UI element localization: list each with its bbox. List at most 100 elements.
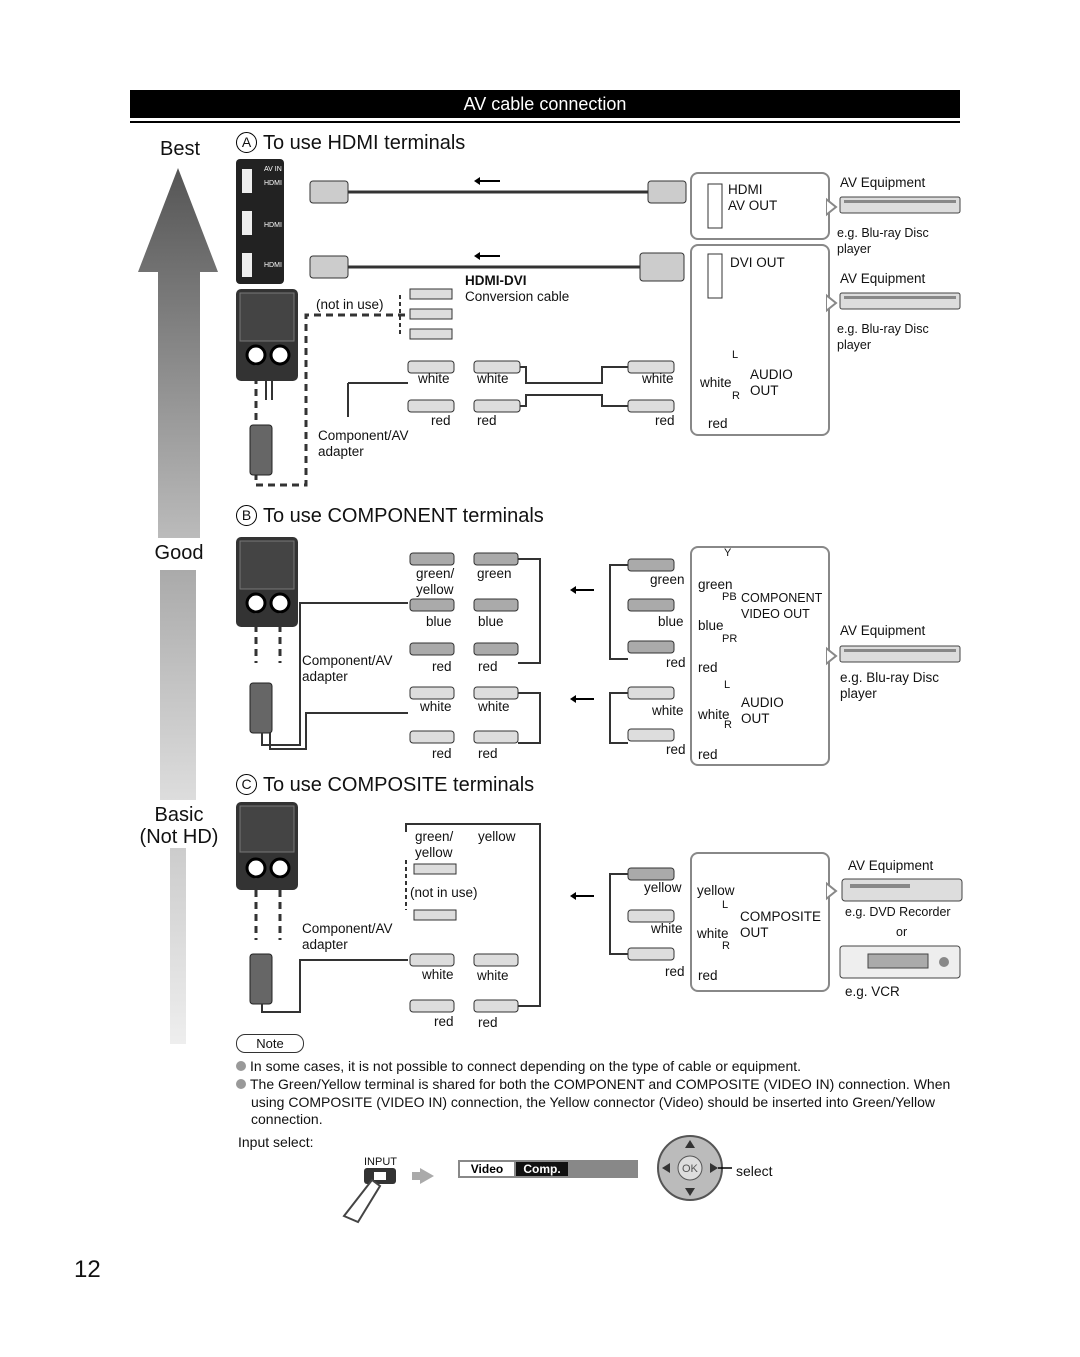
composite-out-label: OUT — [740, 925, 769, 940]
red-label-c2: red — [698, 968, 718, 983]
red-label-b2: red — [478, 659, 498, 674]
adapter-label-b1: Component/AV — [302, 653, 393, 668]
eg-bluray-player-a2: player — [837, 338, 872, 352]
bullet-icon — [236, 1079, 246, 1089]
hdmi-dvi-label: HDMI-DVI — [465, 273, 527, 288]
rank-not-hd: (Not HD) — [139, 826, 219, 848]
av-equipment-label-c: AV Equipment — [848, 858, 934, 873]
quality-arrow — [138, 168, 218, 1044]
select-label: select — [736, 1163, 773, 1179]
section-a-letter: A — [236, 132, 257, 153]
l-label-a: L — [732, 349, 739, 361]
adapter-label-b2: adapter — [302, 669, 348, 684]
red-label-b8: red — [698, 747, 718, 762]
eg-bluray-label-a1: e.g. Blu-ray Disc — [837, 226, 929, 240]
video-out-label: VIDEO OUT — [741, 607, 810, 621]
section-b-letter: B — [236, 505, 257, 526]
ok-label: OK — [682, 1163, 698, 1175]
page-number: 12 — [74, 1256, 101, 1283]
port-hdmi2-label: HDMI 2 (ARC) — [264, 222, 310, 229]
blue-label-b1: blue — [426, 614, 452, 629]
white-label-a4: white — [700, 375, 732, 390]
r-label-b: R — [724, 719, 732, 731]
av-equipment-label-a1: AV Equipment — [840, 175, 926, 190]
white-label-c3: white — [422, 967, 454, 982]
hdmi-diagram — [236, 159, 727, 487]
vcr-icon — [839, 945, 961, 979]
hdmi-out-device-panel — [690, 172, 830, 240]
dvi-port-icon — [707, 253, 723, 299]
note-item-2: The Green/Yellow terminal is shared for … — [236, 1076, 981, 1129]
dvi-out-label: DVI OUT — [730, 255, 785, 270]
section-a-text: To use HDMI terminals — [263, 132, 466, 154]
note-label: Note — [236, 1034, 304, 1053]
or-label: or — [896, 925, 908, 939]
input-select-label: Input select: — [238, 1134, 314, 1150]
input-video-option[interactable]: Video — [460, 1162, 514, 1176]
audio-label-b: AUDIO — [741, 695, 784, 710]
red-label-a4: red — [708, 416, 728, 431]
white-label-c1: white — [651, 921, 683, 936]
remote-input-button-icon[interactable] — [336, 1166, 456, 1232]
red-label-c4: red — [478, 1015, 498, 1030]
adapter-label-a1: Component/AV — [318, 428, 409, 443]
not-in-use-label: (not in use) — [316, 297, 384, 312]
r-label-a: R — [732, 390, 740, 402]
red-label-c3: red — [434, 1014, 454, 1029]
green-yellow-label-b2: yellow — [416, 582, 454, 597]
green-yellow-label-c1: green/ — [415, 829, 454, 844]
bluray-player-icon — [826, 196, 961, 217]
av-equipment-label-a2: AV Equipment — [840, 271, 926, 286]
green-label-b2: green — [650, 572, 685, 587]
white-label-a1: white — [418, 371, 450, 386]
bullet-icon — [236, 1061, 246, 1071]
adapter-label-c1: Component/AV — [302, 921, 393, 936]
composite-label: COMPOSITE — [740, 909, 822, 924]
note-text-2: The Green/Yellow terminal is shared for … — [250, 1076, 951, 1127]
input-comp-option[interactable]: Comp. — [516, 1162, 568, 1176]
composite-device-panel — [690, 852, 830, 992]
section-header: AV cable connection — [130, 90, 960, 118]
header-rule — [130, 121, 960, 123]
adapter-label-a2: adapter — [318, 444, 364, 459]
section-b-text: To use COMPONENT terminals — [263, 505, 544, 527]
not-in-use-label-c: (not in use) — [410, 885, 478, 900]
blue-label-b3: blue — [658, 614, 684, 629]
eg-bluray-label-b1: e.g. Blu-ray Disc — [840, 670, 940, 685]
port-hdmi3-label: HDMI 3 — [264, 262, 288, 269]
green-yellow-label-b1: green/ — [416, 566, 455, 581]
eg-bluray-player-a1: player — [837, 242, 872, 256]
eg-dvd-label: e.g. DVD Recorder — [845, 905, 951, 919]
red-label-b1: red — [432, 659, 452, 674]
yellow-label-c3: yellow — [697, 883, 735, 898]
red-label-a3: red — [655, 413, 675, 428]
section-c-letter: C — [236, 774, 257, 795]
yellow-label-c2: yellow — [644, 880, 682, 895]
blue-label-b2: blue — [478, 614, 504, 629]
red-label-a1: red — [431, 413, 451, 428]
dvd-recorder-icon — [826, 878, 963, 902]
section-c-text: To use COMPOSITE terminals — [263, 774, 535, 796]
eg-bluray-player-b: player — [840, 686, 877, 701]
hdmi-port-icon — [707, 183, 723, 229]
audio-label-a: AUDIO — [750, 367, 793, 382]
audio-out-label-b: OUT — [741, 711, 770, 726]
blue-label-b4: blue — [698, 618, 724, 633]
input-select-bar: Video Comp. — [458, 1160, 638, 1178]
eg-bluray-label-a2: e.g. Blu-ray Disc — [837, 322, 929, 336]
port-av-in-label: AV IN — [264, 166, 282, 173]
conversion-cable-label: Conversion cable — [465, 289, 570, 304]
white-label-a3: white — [642, 371, 674, 386]
note-text-1: In some cases, it is not possible to con… — [250, 1058, 802, 1074]
white-label-b3: white — [652, 703, 684, 718]
red-label-b7: red — [666, 742, 686, 757]
yellow-label-c1: yellow — [478, 829, 516, 844]
dpad-icon[interactable] — [654, 1134, 734, 1204]
section-a-title: A To use HDMI terminals — [236, 132, 465, 155]
white-label-c4: white — [477, 968, 509, 983]
r-label-c: R — [722, 940, 730, 952]
av-out-label: AV OUT — [728, 198, 778, 213]
l-label-b: L — [724, 679, 731, 691]
rank-basic: Basic — [154, 804, 204, 826]
white-label-a2: white — [477, 371, 509, 386]
